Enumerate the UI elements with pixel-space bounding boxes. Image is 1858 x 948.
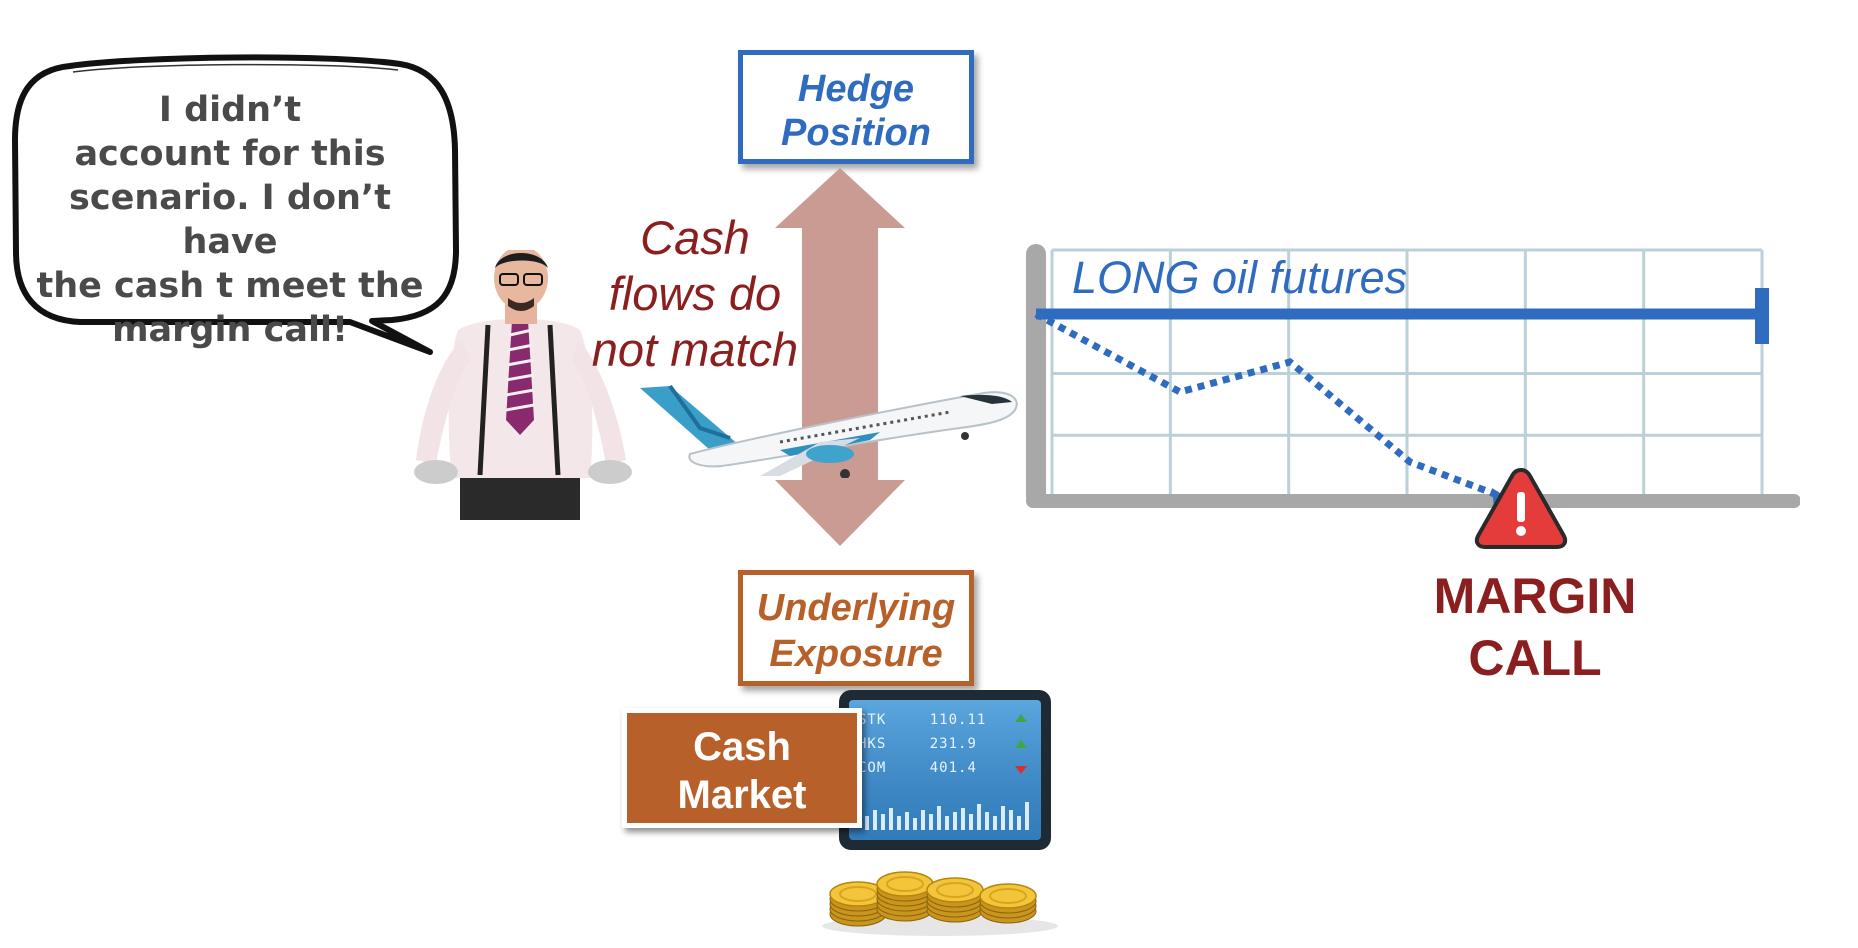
hedge-position-line: Hedge (797, 68, 915, 110)
gold-coins-image (822, 871, 1058, 936)
ticker-symbol: HKS (858, 736, 887, 752)
businessman-empty-pockets-image (414, 250, 632, 520)
cash-market-line: Market (677, 773, 807, 817)
coin-rim (936, 882, 974, 898)
coin-rim (839, 886, 877, 902)
ticker-row: COM 401.4 (858, 760, 977, 776)
margin-call-line: CALL (1468, 630, 1602, 686)
bubble-line: I didn’t (158, 90, 302, 130)
y-axis (1026, 244, 1046, 506)
long-oil-futures-chart (1026, 244, 1800, 508)
cash-market-box: Cash Market (622, 708, 862, 828)
hedge-position-line: Position (781, 112, 931, 154)
price-path-line (1034, 310, 1510, 503)
cash-flows-line: Cash (640, 211, 750, 264)
coin-rim (886, 876, 924, 892)
underlying-exposure-box: Underlying Exposure (738, 570, 974, 686)
coin (876, 871, 934, 897)
coin (979, 883, 1037, 909)
trading-tablet-image (839, 690, 1051, 850)
coin-rim (989, 888, 1027, 904)
ticker-value: 231.9 (929, 736, 977, 752)
cash-market-line: Cash (693, 725, 791, 769)
chart-lines (1034, 288, 1769, 508)
bubble-line: account for this (74, 134, 386, 174)
cash-flows-line: flows do (608, 267, 782, 320)
hedge-position-box: Hedge Position (738, 50, 974, 164)
bubble-line: the cash t meet the (36, 266, 424, 306)
ticker-symbol: COM (858, 760, 887, 776)
underlying-exposure-line: Underlying (756, 587, 956, 629)
coin (926, 877, 984, 903)
ticker-value: 401.4 (929, 760, 977, 776)
margin-call-label: MARGIN CALL (1395, 565, 1675, 689)
warning-icon (1474, 468, 1568, 549)
long-oil-futures-label: LONG oil futures (1072, 252, 1408, 303)
cash-flows-line: not match (591, 323, 799, 376)
bubble-line: scenario. I don’t have (69, 178, 391, 262)
ticker-row: STK 110.11 (858, 712, 986, 728)
speech-bubble-text: I didn’t account for this scenario. I do… (18, 88, 442, 352)
ticker-symbol: STK (858, 712, 887, 728)
bubble-line: margin call! (112, 310, 348, 350)
underlying-exposure-line: Exposure (769, 633, 943, 675)
speech-bubble (12, 54, 459, 355)
ticker-row: HKS 231.9 (858, 736, 977, 752)
ticker-value: 110.11 (929, 712, 987, 728)
x-axis (1026, 494, 1800, 508)
cash-flows-note: Cash flows do not match (585, 210, 805, 378)
airplane-image (640, 384, 1018, 478)
margin-call-line: MARGIN (1433, 568, 1637, 624)
